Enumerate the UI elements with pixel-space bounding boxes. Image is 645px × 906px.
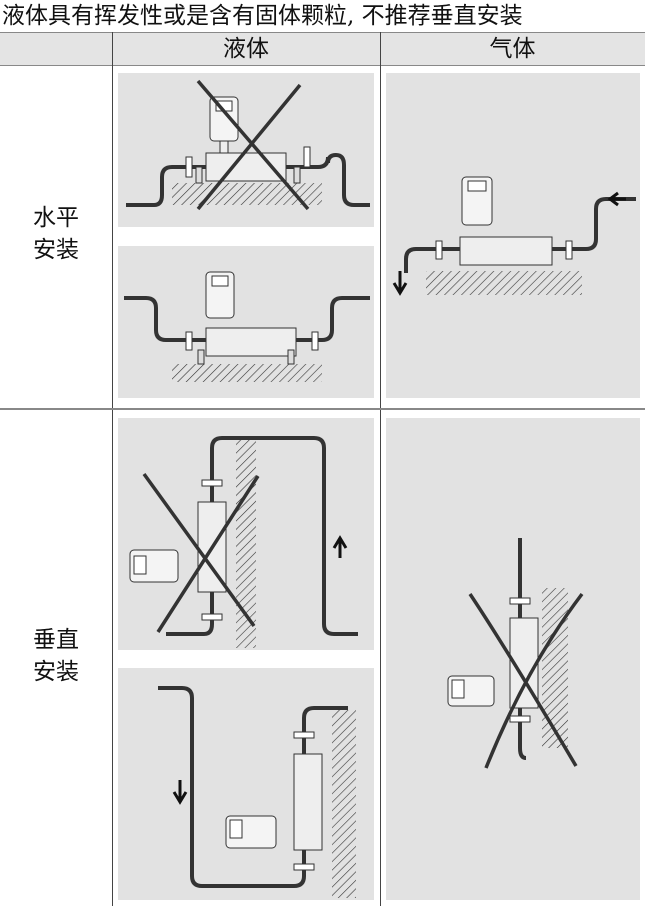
diagram-gas-horizontal	[386, 73, 640, 398]
table-header-row	[0, 32, 645, 66]
support	[287, 349, 295, 365]
column-divider	[380, 32, 381, 906]
flange	[435, 240, 443, 260]
diagram-liquid-horizontal-transmitter-up	[118, 73, 374, 227]
flange	[201, 479, 223, 487]
header-gas: 气体	[489, 36, 536, 62]
flange	[565, 240, 573, 260]
ground-hatch	[426, 271, 582, 295]
support	[195, 166, 203, 184]
flange	[293, 731, 315, 739]
flange	[201, 613, 223, 621]
display	[451, 679, 465, 699]
pipe	[126, 152, 370, 207]
pipe	[158, 686, 348, 888]
wall-hatch	[542, 588, 568, 748]
diagram-liquid-horizontal-pipe-low	[118, 246, 374, 398]
flow-arrow-down-icon	[172, 780, 188, 805]
flange	[509, 715, 531, 723]
row-label-horizontal: 水平 安装	[0, 202, 112, 266]
display	[133, 555, 147, 575]
cross-mark-icon	[142, 472, 260, 633]
header-liquid: 液体	[223, 36, 269, 62]
sensor-body	[459, 236, 553, 266]
sensor-body	[205, 327, 297, 357]
flow-arrow-down-icon	[392, 271, 408, 296]
flange	[185, 156, 193, 178]
row-label-line: 垂直	[33, 627, 79, 653]
display	[467, 180, 487, 192]
support	[293, 166, 301, 184]
ground-hatch	[172, 183, 322, 205]
row-label-vertical: 垂直 安装	[0, 624, 112, 688]
flange	[293, 863, 315, 871]
diagram-liquid-vertical-flow-down	[118, 418, 374, 650]
header-empty	[0, 32, 112, 66]
row-label-line: 水平	[33, 205, 79, 231]
diagram-liquid-vertical-flow-up	[118, 668, 374, 900]
ground-hatch	[172, 364, 322, 382]
wall-hatch	[236, 438, 256, 648]
flange	[311, 331, 319, 351]
row-label-line: 安装	[33, 237, 79, 263]
pipe	[404, 197, 636, 273]
flange	[509, 597, 531, 605]
pipe	[166, 436, 358, 636]
page-title: 液体具有挥发性或是含有固体颗粒, 不推荐垂直安装	[2, 3, 523, 29]
flange	[185, 331, 193, 351]
diagram-gas-vertical	[386, 418, 640, 900]
flange	[303, 146, 311, 168]
display	[229, 819, 243, 839]
display	[211, 275, 229, 287]
row-label-line: 安装	[33, 659, 79, 685]
wall-hatch	[332, 710, 356, 898]
sensor-body	[293, 753, 323, 851]
pipe	[518, 538, 527, 760]
flow-arrow-up-icon	[332, 535, 348, 558]
flow-arrow-left-icon	[607, 191, 626, 207]
cross-mark-icon	[196, 79, 310, 211]
cross-mark-icon	[468, 592, 584, 769]
support	[197, 349, 205, 365]
row-divider	[0, 408, 645, 410]
column-divider	[112, 32, 113, 906]
